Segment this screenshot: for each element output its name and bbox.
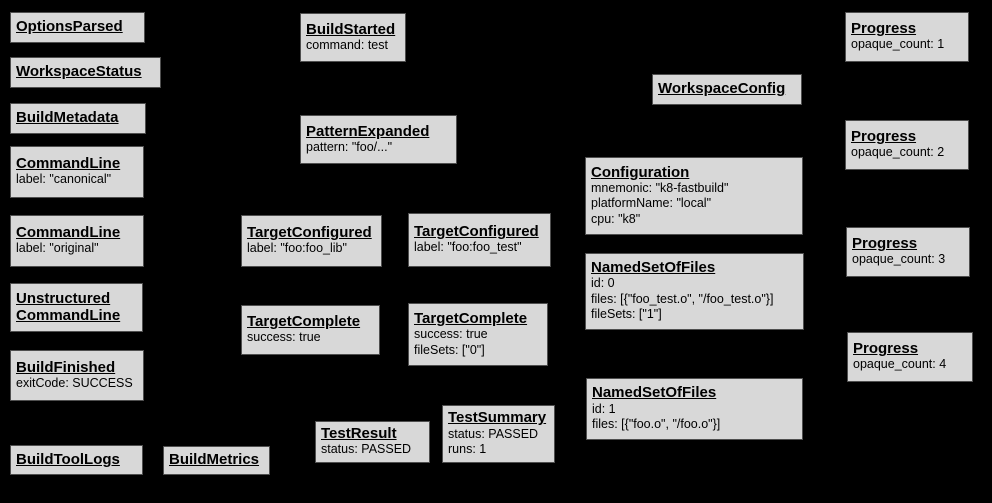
event-field: label: "canonical" <box>16 172 112 187</box>
event-box-workspace-config: WorkspaceConfig <box>652 74 802 105</box>
event-field: opaque_count: 1 <box>851 37 945 52</box>
event-title: TargetConfigured <box>247 224 372 242</box>
event-field: label: "foo:foo_lib" <box>247 241 347 256</box>
event-title: WorkspaceConfig <box>658 80 786 98</box>
event-field: opaque_count: 3 <box>852 252 946 267</box>
event-title: WorkspaceStatus <box>16 63 142 81</box>
event-title: BuildMetrics <box>169 451 260 469</box>
event-title: NamedSetOfFiles <box>591 259 716 277</box>
event-field: opaque_count: 4 <box>853 357 947 372</box>
event-title: NamedSetOfFiles <box>592 384 717 402</box>
event-box-build-metrics: BuildMetrics <box>163 446 270 475</box>
event-title: TestSummary <box>448 409 547 427</box>
event-field: label: "original" <box>16 241 99 256</box>
event-title: Progress <box>852 235 918 253</box>
event-box-options-parsed: OptionsParsed <box>10 12 145 43</box>
event-field: runs: 1 <box>448 442 487 457</box>
event-field: mnemonic: "k8-fastbuild" <box>591 180 729 195</box>
event-title: CommandLine <box>16 155 121 173</box>
event-field: status: PASSED <box>321 442 412 457</box>
event-title: TargetComplete <box>414 309 528 327</box>
event-title: BuildStarted <box>306 20 396 38</box>
event-field: fileSets: ["1"] <box>591 307 662 322</box>
event-title: Progress <box>851 128 917 146</box>
event-field: fileSets: ["0"] <box>414 342 485 357</box>
event-field: exitCode: SUCCESS <box>16 375 133 390</box>
event-title: TargetComplete <box>247 313 361 331</box>
event-title: Configuration <box>591 163 690 181</box>
event-field: platformName: "local" <box>591 196 712 211</box>
event-title: TargetConfigured <box>414 223 539 241</box>
event-field: success: true <box>247 330 321 345</box>
event-field: command: test <box>306 37 388 52</box>
event-field: id: 1 <box>592 401 616 416</box>
event-title: Progress <box>853 340 919 358</box>
event-title: CommandLine <box>16 224 121 242</box>
event-title: BuildFinished <box>16 358 116 376</box>
event-field: pattern: "foo/..." <box>306 139 393 154</box>
event-title: Progress <box>851 20 917 38</box>
event-field: files: [{"foo_test.o", "/foo_test.o"}] <box>591 291 774 306</box>
event-title: CommandLine <box>16 307 121 324</box>
event-title: BuildMetadata <box>16 109 119 127</box>
event-box-build-tool-logs: BuildToolLogs <box>10 445 143 475</box>
event-field: cpu: "k8" <box>591 211 641 226</box>
event-field: files: [{"foo.o", "/foo.o"}] <box>592 417 721 432</box>
event-field: success: true <box>414 327 488 342</box>
event-field: label: "foo:foo_test" <box>414 240 522 255</box>
event-field: status: PASSED <box>448 426 539 441</box>
event-title: Unstructured <box>16 289 111 307</box>
event-field: opaque_count: 2 <box>851 145 945 160</box>
event-field: id: 0 <box>591 276 615 291</box>
event-title: TestResult <box>321 425 397 443</box>
event-box-workspace-status: WorkspaceStatus <box>10 57 161 88</box>
event-title: PatternExpanded <box>306 122 430 140</box>
event-title: BuildToolLogs <box>16 450 120 468</box>
event-title: OptionsParsed <box>16 18 123 36</box>
event-box-build-metadata: BuildMetadata <box>10 103 146 134</box>
